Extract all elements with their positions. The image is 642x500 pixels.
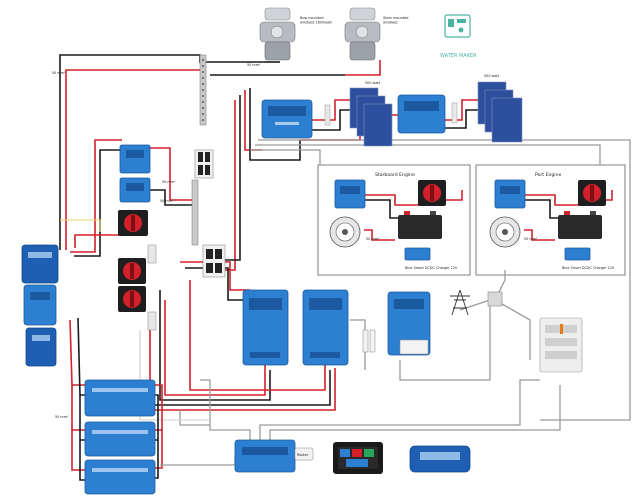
fuse-holder [451, 102, 458, 124]
water-maker-label: WATER MAKER [440, 53, 477, 59]
wire-label: 50 mm² [160, 199, 174, 203]
wire-label: 50 mm² [52, 71, 66, 75]
dcdc-starboard-label: Blue Smart DCDC Charger 12V [405, 266, 458, 270]
battery-icon [84, 459, 156, 495]
inverter-small [387, 291, 431, 356]
battery-switch-icon [118, 286, 146, 312]
dcdc-charger-port [564, 247, 591, 261]
solar-left-label: 500 watt [365, 81, 381, 85]
battery-protect-upper [119, 144, 151, 174]
cerbo-gx [234, 439, 296, 473]
dc-dc-converter-port [494, 179, 526, 209]
terminal-block [147, 244, 157, 264]
solar-right-label: 500 watt [484, 74, 500, 78]
transmission-tower-icon [450, 289, 470, 316]
display-icon [333, 442, 383, 474]
port-engine-label: Port Engine [535, 172, 561, 178]
windlass-icon [344, 7, 381, 61]
junction-box-icon [487, 291, 503, 307]
fuse-box [202, 244, 226, 278]
solar-panel-icon [349, 87, 393, 147]
terminal-block [147, 311, 157, 331]
router [294, 447, 314, 461]
mppt-controller-left [261, 99, 313, 139]
battery-icon [84, 421, 156, 457]
battery-switch-icon [578, 180, 606, 206]
water-maker-icon [444, 14, 471, 38]
battery-switch-icon [118, 258, 146, 284]
windlass-icon [259, 7, 296, 61]
busbar-middle [191, 149, 214, 246]
busbar-top [199, 54, 207, 126]
dcdc-charger-starboard [404, 247, 431, 261]
wiring [59, 54, 631, 481]
start-battery-starboard [398, 211, 442, 239]
dcdc-port-label: Blue Smart DCDC Charger 12V [562, 266, 615, 270]
battery-protect-lower [119, 177, 151, 203]
ac-panel-icon [539, 317, 583, 373]
starboard-engine-label: Starboard Engine [375, 172, 415, 178]
wire-label: 50 mm² [55, 415, 69, 419]
start-battery-port [558, 211, 602, 239]
solar-panel-icon [477, 81, 523, 143]
battery-monitor [409, 445, 471, 473]
alternator-icon [329, 216, 361, 248]
inverter-charger-left [242, 289, 289, 366]
router-label: Router [297, 453, 309, 457]
wire-label: 50 mm² [366, 237, 380, 241]
battery-icon [84, 379, 156, 417]
wire-label: 50 mm² [524, 237, 538, 241]
fuse-holder [324, 104, 331, 126]
wire-gauge-labels: 50 mm² 50 mm² 50 mm² 50 mm² 50 mm² 50 mm… [52, 63, 538, 419]
dc-dc-converter-starboard [334, 179, 366, 209]
battery-switch-icon [418, 180, 446, 206]
battery-switch-icon [118, 210, 148, 236]
lynx-distributor [21, 244, 59, 367]
alternator-icon [489, 216, 521, 248]
ac-breakers [362, 329, 429, 355]
inverter-charger-right [302, 289, 349, 366]
wire-label: 50 mm² [162, 180, 176, 184]
wire-label: 50 mm² [247, 63, 261, 67]
mppt-controller-right [397, 94, 446, 134]
